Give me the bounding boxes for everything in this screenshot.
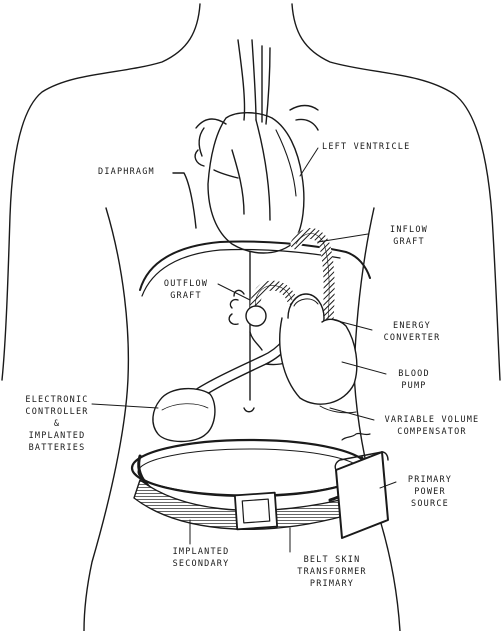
label-belt-skin-transformer: BELT SKIN TRANSFORMER PRIMARY	[284, 554, 380, 590]
blood-pump	[280, 318, 357, 404]
outflow-graft-leader	[218, 284, 250, 300]
compensator-line	[320, 406, 356, 413]
left-ventricle-leader	[300, 148, 318, 176]
belt-buckle	[235, 493, 277, 530]
label-implanted-secondary: IMPLANTED SECONDARY	[158, 546, 244, 570]
electronic-controller	[153, 389, 215, 442]
label-electronic-controller: ELECTRONIC CONTROLLER & IMPLANTED BATTER…	[14, 394, 100, 454]
diaphragm-leader	[173, 173, 196, 228]
label-left-ventricle: LEFT VENTRICLE	[322, 141, 410, 153]
heart	[208, 113, 304, 253]
label-inflow-graft: INFLOW GRAFT	[376, 224, 442, 248]
label-variable-volume-compensator: VARIABLE VOLUME COMPENSATOR	[374, 414, 490, 438]
primary-power-source	[335, 452, 388, 538]
label-diaphragm: DIAPHRAGM	[98, 166, 155, 178]
implanted-secondary-ring	[132, 440, 368, 502]
label-primary-power-source: PRIMARY POWER SOURCE	[398, 474, 462, 510]
electronic-controller-leader	[92, 404, 158, 408]
belt-stitch	[342, 433, 370, 440]
label-outflow-graft: OUTFLOW GRAFT	[154, 278, 218, 302]
compensator-leader	[330, 408, 374, 420]
label-energy-converter: ENERGY CONVERTER	[372, 320, 452, 344]
label-blood-pump: BLOOD PUMP	[384, 368, 444, 392]
